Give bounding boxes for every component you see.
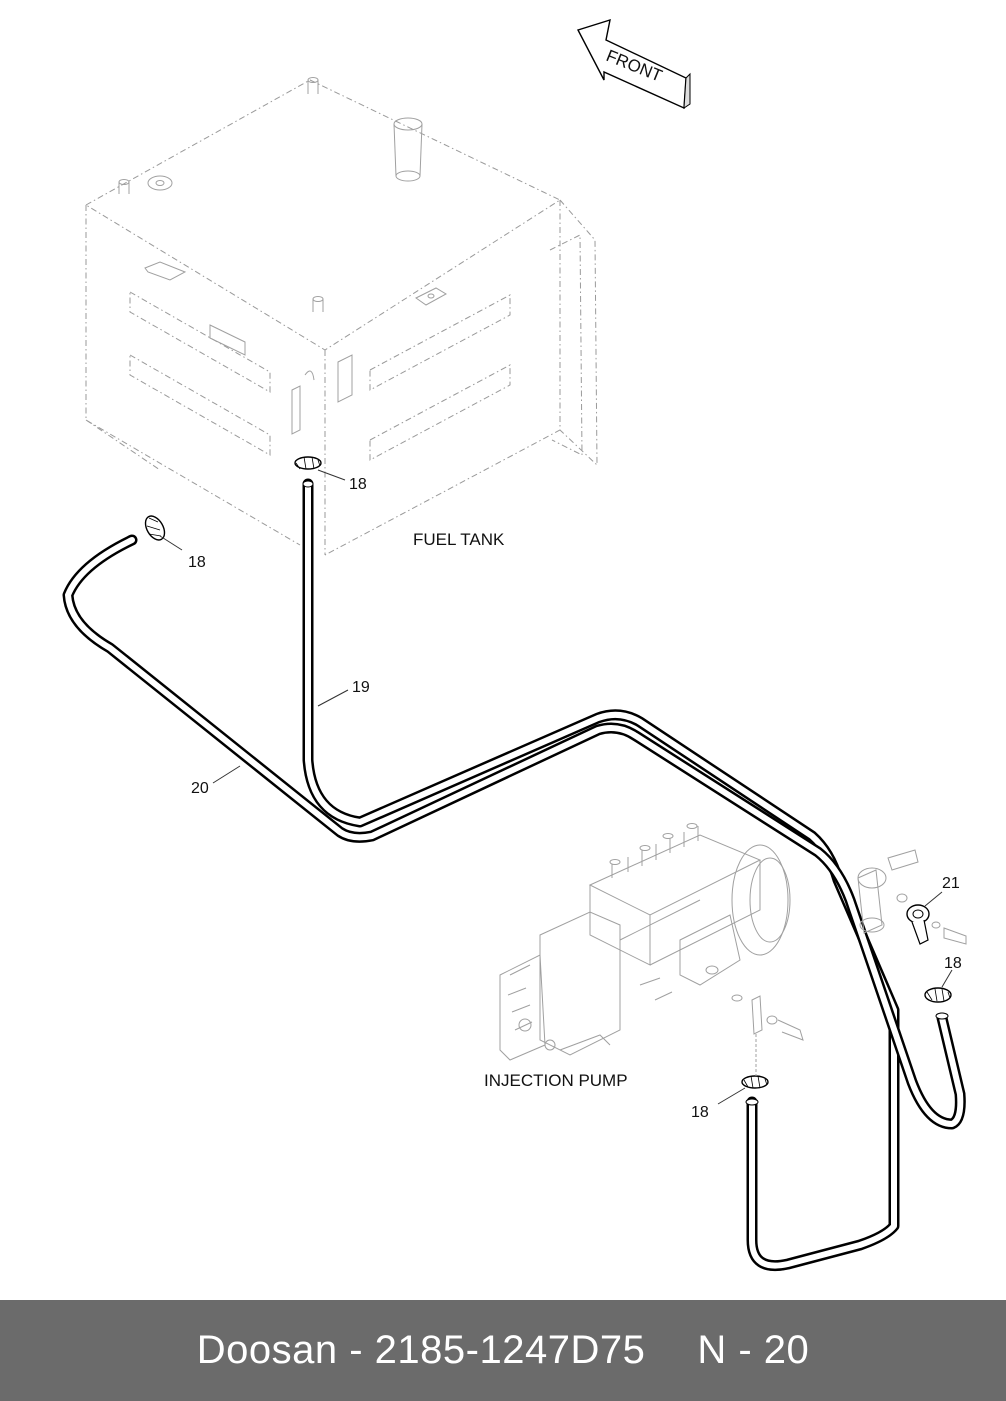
clamp-tank-left [144,515,166,541]
callout-19: 19 [352,679,370,696]
hose-19 [302,478,900,1271]
injection-pump-label: INJECTION PUMP [484,1071,628,1090]
footer-bar: Doosan - 2185-1247D75 N - 20 [0,1300,1006,1401]
callout-18-tank-top: 18 [349,476,367,493]
footer-page-number: N - 20 [697,1328,810,1372]
banjo-fitting-21 [906,904,930,945]
callout-18-right: 18 [944,955,962,972]
callout-18-tank-left: 18 [188,554,206,571]
callout-18-pump: 18 [691,1104,709,1121]
leader-lines [159,469,953,1105]
filler-neck [393,117,423,182]
clamp-tank-top [294,456,322,488]
filter-banjo-assembly [857,849,967,945]
callout-20: 20 [191,780,209,797]
clamp-right [924,987,952,1020]
fuel-tank [85,77,598,556]
fuel-tank-label: FUEL TANK [413,530,505,549]
clamp-pump [741,1075,769,1106]
pump-fitting [731,994,804,1076]
hose-20 [62,534,966,1130]
front-arrow: FRONT [576,18,691,110]
fuel-line-diagram: FRONT [62,18,967,1271]
callout-21: 21 [942,875,960,892]
footer-part-number: Doosan - 2185-1247D75 [196,1328,646,1372]
injection-pump [499,823,791,1061]
